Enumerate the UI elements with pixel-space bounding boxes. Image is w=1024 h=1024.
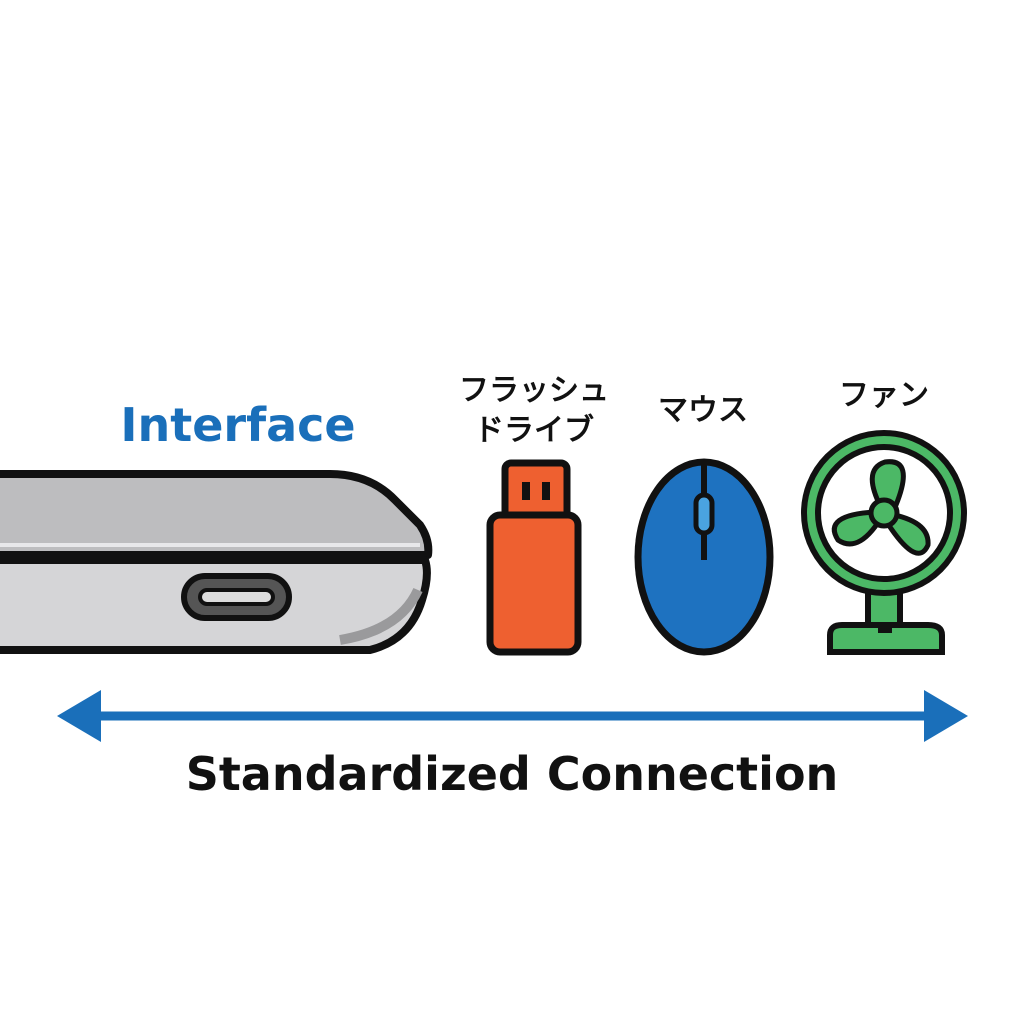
flash-drive-label-line1: フラッシュ	[459, 373, 609, 408]
usb-c-port-icon	[181, 573, 292, 621]
double-arrow-icon	[57, 690, 968, 742]
interface-label: Interface	[120, 398, 355, 452]
connection-label: Standardized Connection	[186, 747, 839, 801]
flash-drive-icon	[486, 459, 582, 656]
mouse-label: マウス	[658, 393, 748, 428]
flash-drive-label-line2: ドライブ	[474, 413, 594, 448]
mouse-icon	[634, 458, 774, 656]
laptop-icon	[0, 470, 433, 654]
fan-label: ファン	[839, 378, 929, 413]
fan-icon	[801, 430, 967, 655]
